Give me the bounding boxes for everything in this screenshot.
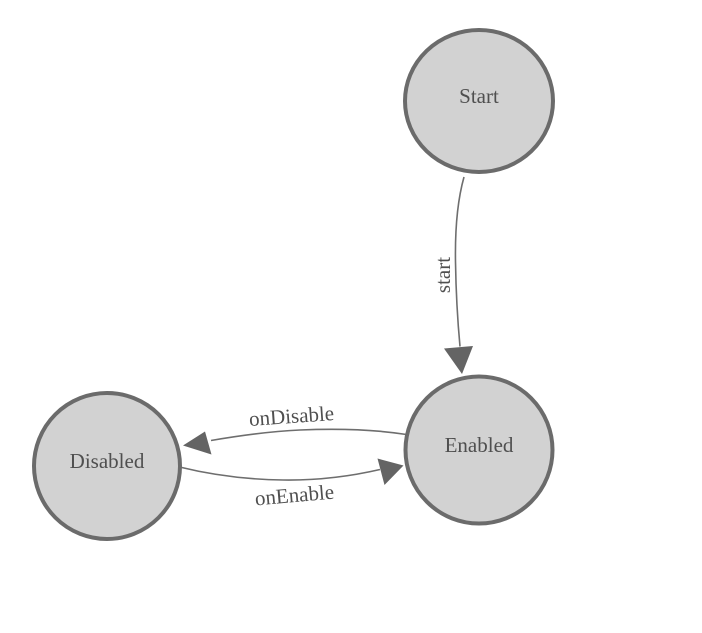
node-enabled: Enabled — [403, 374, 555, 526]
edge-label-onenable: onEnable — [254, 480, 335, 511]
edge-disabled-to-enabled: onEnable — [179, 458, 404, 511]
node-disabled-shape — [32, 391, 182, 541]
edge-label-start: start — [431, 257, 455, 293]
node-disabled-label: Disabled — [70, 449, 145, 473]
node-disabled: Disabled — [32, 391, 182, 541]
node-start: Start — [403, 28, 555, 174]
edge-label-ondisable: onDisable — [248, 401, 335, 431]
node-enabled-label: Enabled — [445, 433, 514, 457]
node-start-shape — [403, 28, 555, 174]
edge-disabled-to-enabled-arrowhead-icon — [377, 458, 404, 485]
node-start-label: Start — [459, 84, 499, 108]
node-enabled-shape — [403, 374, 555, 526]
edge-start-to-enabled: start — [431, 176, 473, 374]
edge-start-to-enabled-path — [454, 176, 465, 347]
edge-enabled-to-disabled-path — [210, 428, 407, 442]
edge-enabled-to-disabled: onDisable — [183, 401, 407, 455]
edge-disabled-to-enabled-path — [179, 466, 381, 481]
edge-start-to-enabled-arrowhead-icon — [444, 346, 473, 374]
edge-enabled-to-disabled-arrowhead-icon — [183, 431, 212, 455]
